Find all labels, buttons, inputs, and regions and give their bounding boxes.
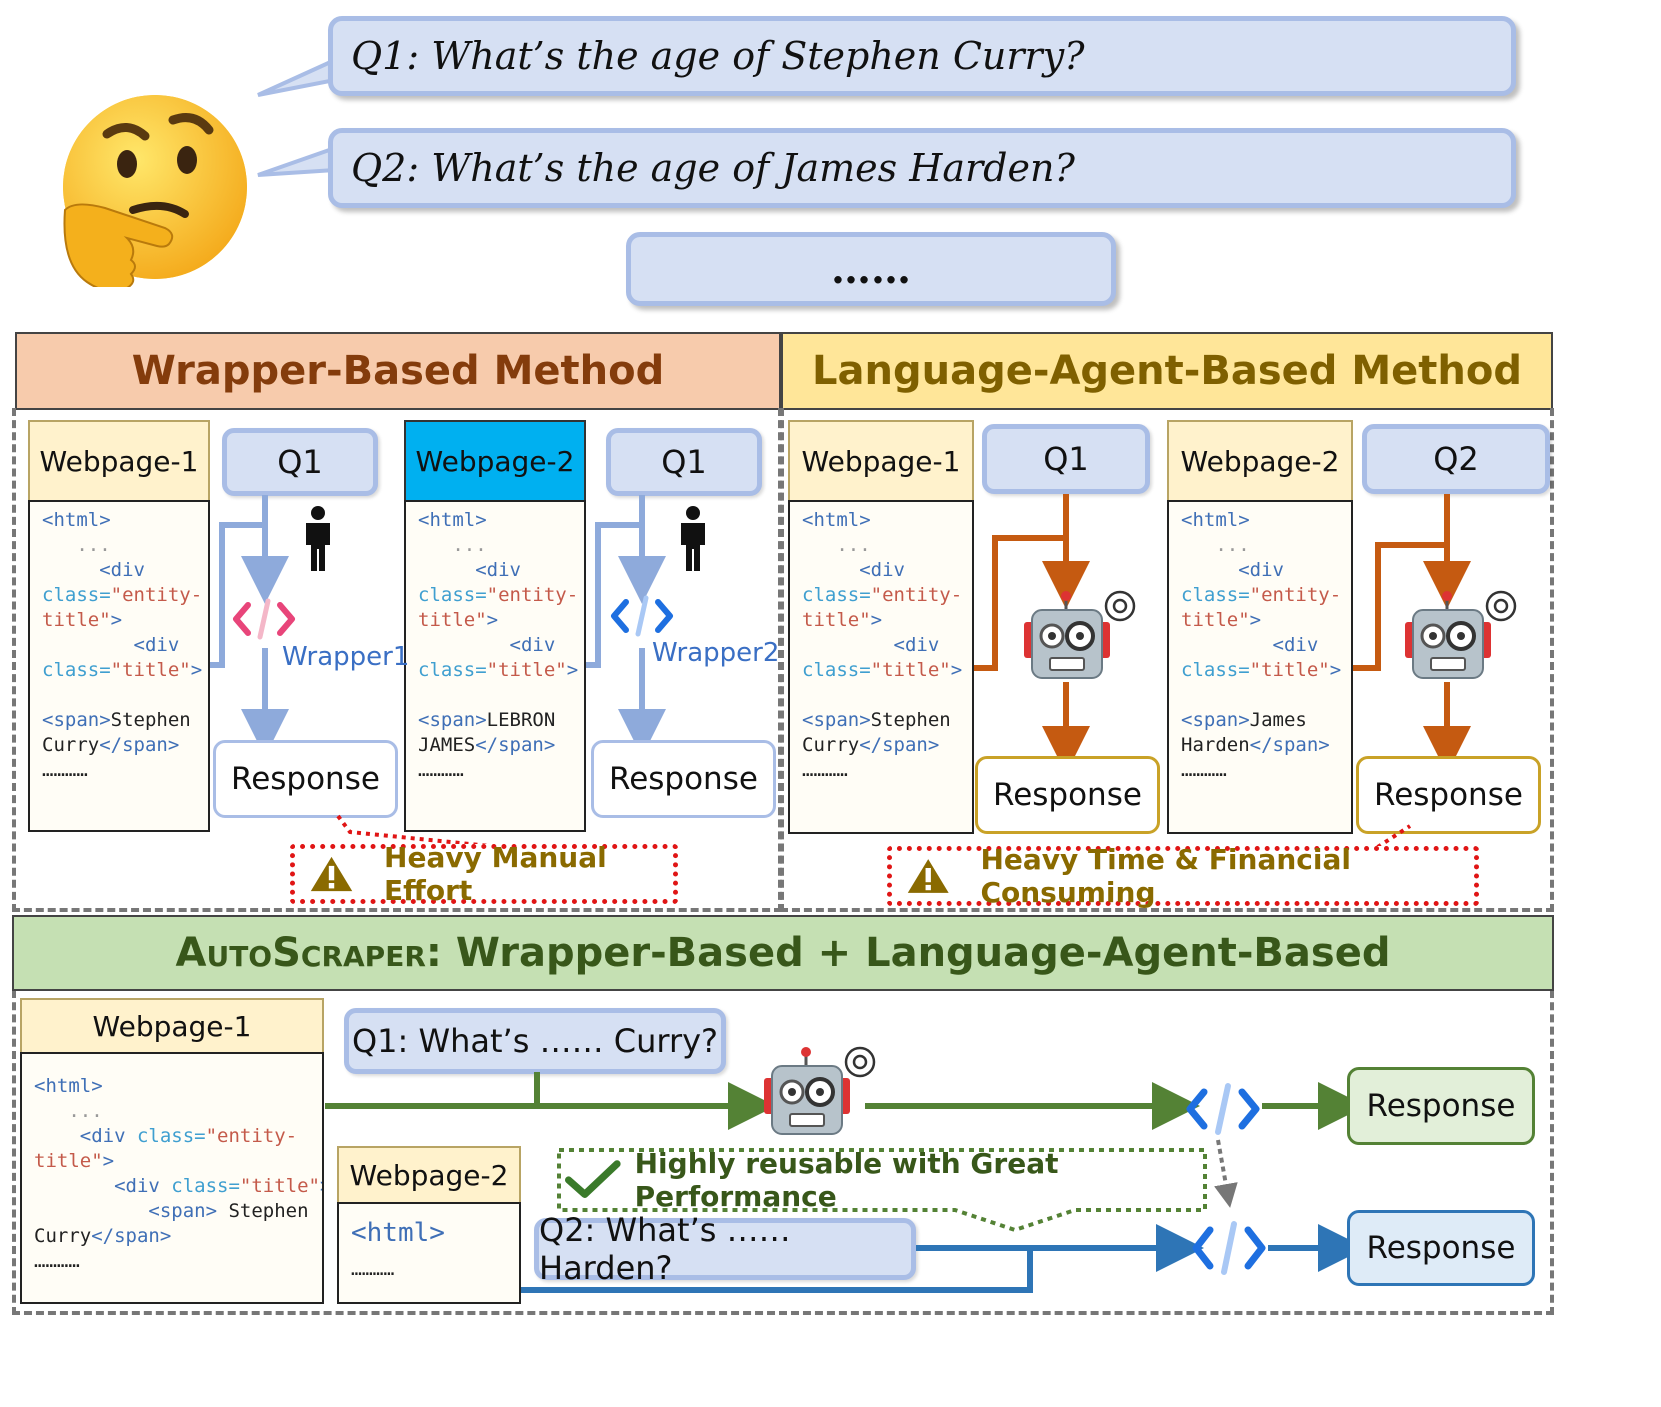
bubble-tail-2: [257, 145, 337, 177]
wrapper-webpage-2-code: <html> ... <div class="entity- title"> <…: [404, 500, 586, 832]
autoscraper-title-rest: Wrapper-Based + Language-Agent-Based: [441, 930, 1391, 976]
auto-webpage-2-code: <html> …………: [337, 1202, 521, 1304]
person-icon: [306, 506, 330, 571]
auto-q1-box: Q1: What’s …… Curry?: [344, 1008, 726, 1074]
wrapper-arrows: [210, 495, 666, 750]
more-questions-bubble: ……: [626, 232, 1116, 306]
auto-response-box-1: Response: [1347, 1067, 1535, 1145]
question-bubble-2: Q2: What’s the age of James Harden?: [328, 128, 1516, 208]
wrapper2-label: Wrapper2: [652, 638, 780, 668]
reusable-note: Highly reusable with Great Performance: [565, 1147, 1205, 1213]
checkmark-icon: [565, 1160, 621, 1198]
question-bubble-1: Q1: What’s the age of Stephen Curry?: [328, 16, 1516, 96]
question-1-text: Q1: What’s the age of Stephen Curry?: [351, 34, 1085, 78]
auto-webpage-2-title: Webpage-2: [337, 1146, 521, 1204]
wrapper-response-box-2: Response: [591, 740, 776, 818]
manual-effort-warning: Heavy Manual Effort: [290, 841, 678, 907]
autoscraper-frame: [12, 990, 1554, 1315]
thinking-face-icon: [63, 95, 247, 287]
agent-response-box-1: Response: [975, 756, 1160, 834]
agent-webpage-2-title: Webpage-2: [1167, 420, 1353, 502]
robot-icon: [1024, 590, 1136, 679]
agent-q1-box: Q1: [982, 424, 1150, 494]
wrapper-method-header: Wrapper-Based Method: [15, 332, 781, 410]
more-questions-text: ……: [831, 245, 911, 293]
reusable-note-callout: [557, 1148, 1207, 1233]
agent-q2-box: Q2: [1362, 424, 1550, 494]
reusable-note-text: Highly reusable with Great Performance: [634, 1147, 1059, 1213]
bubble-tail-1: [257, 56, 337, 97]
person-icon: [681, 506, 705, 571]
autoscraper-header: AutoScraper: Wrapper-Based + Language-Ag…: [12, 915, 1554, 991]
manual-effort-text: Heavy Manual Effort: [384, 841, 607, 907]
auto-webpage-1-code: <html> ... <div class="entity- title"> <…: [20, 1052, 324, 1304]
auto-q2-box: Q2: What’s …… Harden?: [534, 1211, 916, 1287]
agent-webpage-2-code: <html> ... <div class="entity- title"> <…: [1167, 500, 1353, 834]
robot-icon: [1405, 590, 1517, 679]
wrapper-q1-box-b: Q1: [606, 428, 762, 496]
auto-response-box-2: Response: [1347, 1210, 1535, 1286]
agent-webpage-1-code: <html> ... <div class="entity- title"> <…: [788, 500, 974, 834]
agent-method-frame: [780, 408, 1554, 912]
question-2-text: Q2: What’s the age of James Harden?: [351, 146, 1075, 190]
agent-method-header: Language-Agent-Based Method: [781, 332, 1553, 410]
agent-webpage-1-title: Webpage-1: [788, 420, 974, 502]
code-tag-icon-pink: [233, 598, 295, 640]
code-tag-icon-blue: [611, 595, 673, 637]
wrapper-q1-box-a: Q1: [222, 428, 378, 496]
agent-arrows: [974, 494, 1471, 760]
warning-icon: [310, 856, 353, 892]
code-tag-icon-blue: [1186, 1083, 1260, 1135]
autoscraper-arrows: [325, 1072, 1366, 1293]
wrapper1-label: Wrapper1: [282, 642, 410, 672]
warning-connector: [1368, 824, 1412, 854]
agent-method-title: Language-Agent-Based Method: [812, 348, 1522, 394]
wrapper-webpage-1-code: <html> ... <div class="entity- title"> <…: [28, 500, 210, 832]
autoscraper-title-prefix: AutoScraper:: [175, 930, 442, 976]
wrapper-method-title: Wrapper-Based Method: [131, 348, 665, 394]
warning-icon: [907, 859, 949, 893]
time-cost-warning: Heavy Time & Financial Consuming: [887, 843, 1479, 909]
wrapper-webpage-1-title: Webpage-1: [28, 420, 210, 502]
code-tag-icon-blue: [1192, 1221, 1266, 1275]
wrapper-response-box-1: Response: [213, 740, 398, 818]
robot-icon: [764, 1046, 876, 1135]
time-cost-text: Heavy Time & Financial Consuming: [980, 843, 1351, 909]
agent-response-box-2: Response: [1356, 756, 1541, 834]
auto-webpage-1-title: Webpage-1: [20, 998, 324, 1054]
